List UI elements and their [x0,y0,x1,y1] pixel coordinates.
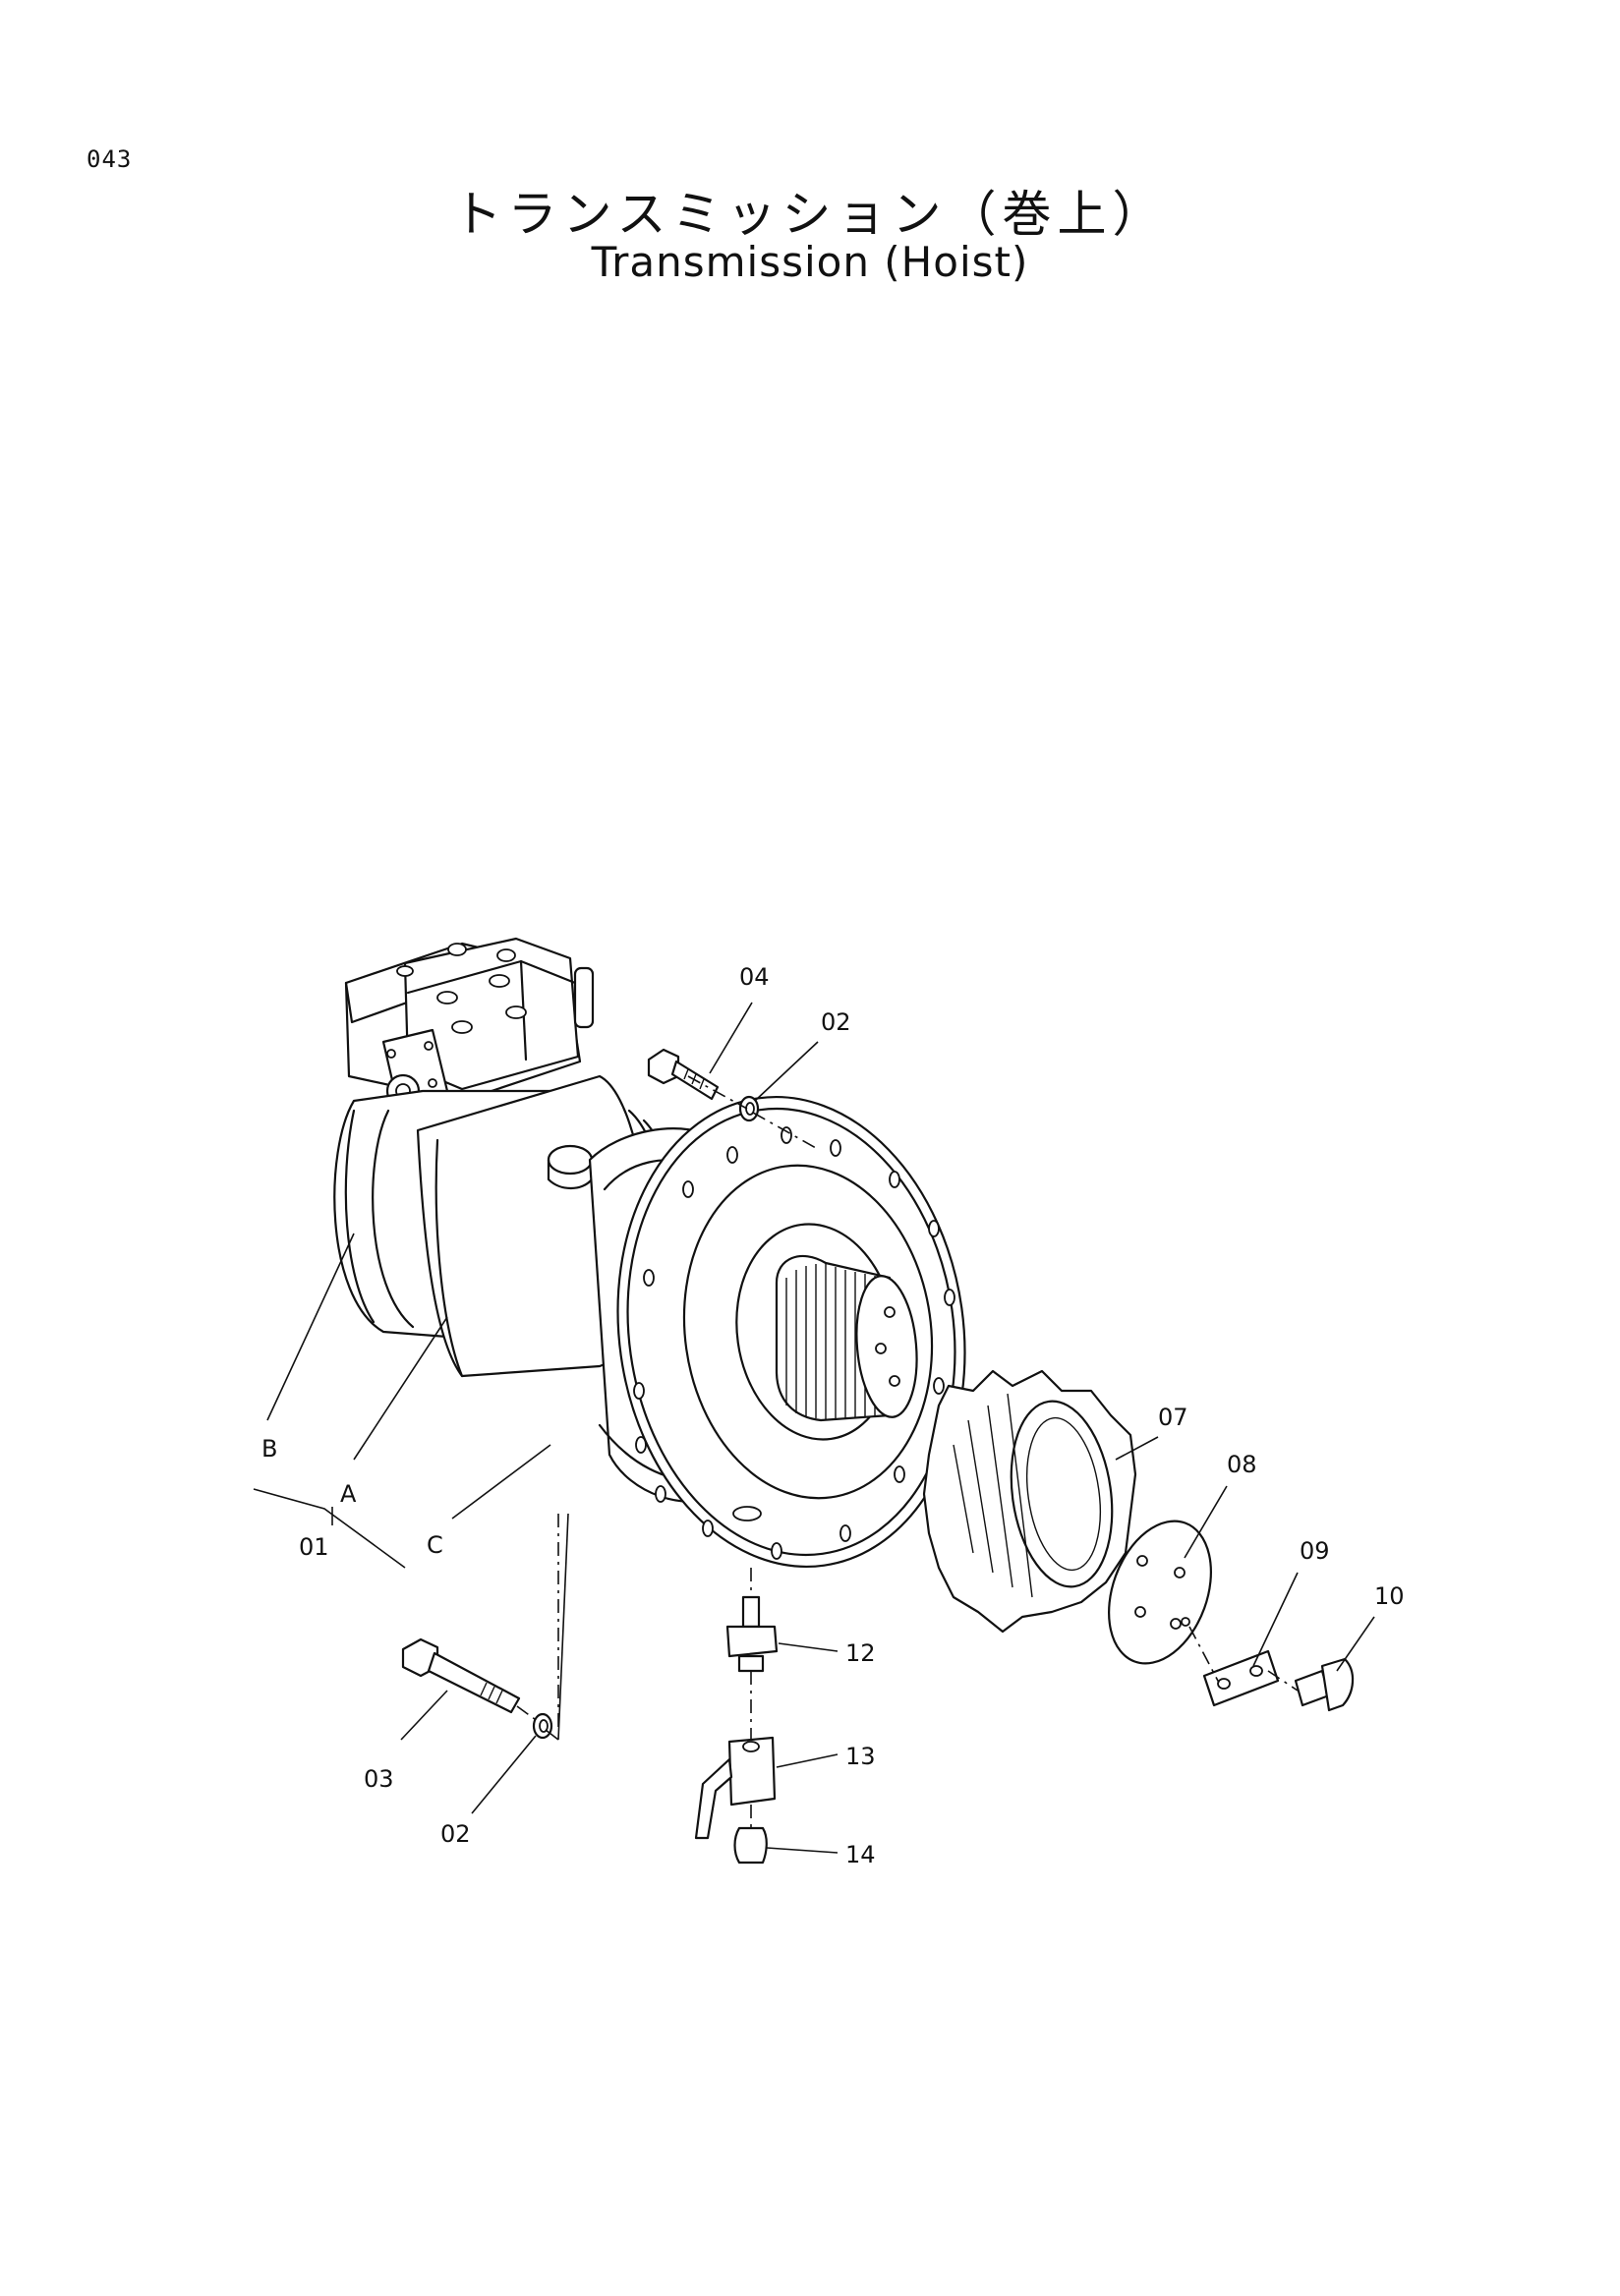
plug-part-12 [725,1595,779,1673]
gear-part-07 [922,1369,1137,1634]
callout-02-top: 02 [821,1008,851,1036]
callout-03: 03 [364,1765,394,1793]
bolt-part-03 [401,1637,521,1714]
reducer-flange [588,1095,966,1569]
washer-part-02-top [738,1095,760,1122]
leader-lines [253,1002,1375,1854]
valve-block [344,937,595,1109]
callout-10: 10 [1374,1582,1405,1610]
page-title-english: Transmission (Hoist) [591,238,1029,286]
callout-08: 08 [1227,1451,1257,1478]
plug-part-14 [733,1826,768,1865]
bolt-part-10 [1294,1657,1355,1712]
cock-part-13 [694,1736,777,1840]
motor-housing [333,1074,683,1378]
callout-01: 01 [299,1533,329,1561]
callout-14: 14 [845,1841,876,1868]
callout-C: C [427,1531,443,1559]
washer-part-02-bottom [532,1712,553,1740]
callout-13: 13 [845,1743,876,1770]
callout-A: A [340,1480,357,1508]
callout-02-bottom: 02 [440,1820,471,1848]
callout-B: B [261,1435,277,1463]
page-title-japanese: トランスミッション（巻上） [452,186,1168,243]
callout-09: 09 [1300,1537,1330,1565]
lock-plate-part-09 [1202,1649,1280,1707]
callout-labels: 04 02 07 08 09 10 B A 01 C 12 13 14 03 0… [261,963,1405,1868]
callout-07: 07 [1158,1404,1188,1431]
callout-04: 04 [739,963,770,991]
page-number: 043 [87,145,133,173]
bolt-part-04 [647,1048,720,1101]
callout-12: 12 [845,1639,876,1667]
